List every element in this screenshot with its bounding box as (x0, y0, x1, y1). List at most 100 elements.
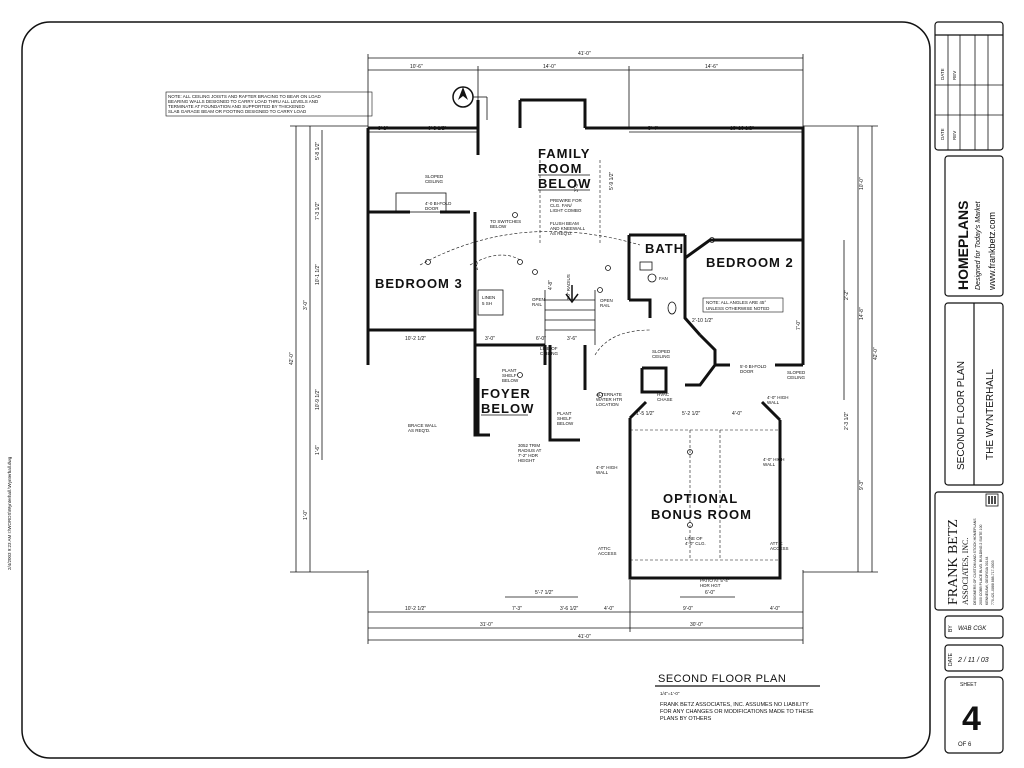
note-ceil-b: CEILING (540, 351, 559, 356)
note-attic-1b: ACCESS (598, 551, 617, 556)
room-family-line3: BELOW (538, 176, 591, 191)
dim-inner-4: 6'-0" (536, 336, 546, 342)
note-ceiling-line1: NOTE: ALL CEILING JOISTS AND RAFTER BRAC… (168, 94, 321, 99)
dim-bottom-a-3: 3'-6 1/2" (560, 606, 579, 612)
dim-inner-13: 5'-9 1/2" (609, 171, 615, 190)
dim-bottom-a-4: 4'-0" (604, 606, 614, 612)
note-wh-c: LOCATION (596, 402, 619, 407)
dim-inner-10: 3'-9" (574, 182, 580, 192)
room-foyer-line1: FOYER (481, 386, 531, 401)
plan-disclaimer-1: FRANK BETZ ASSOCIATES, INC. ASSUMES NO L… (660, 702, 809, 708)
note-angles-line1: NOTE: ALL ANGLES ARE 45° (706, 300, 766, 305)
note-sloped-1b: CEILING (425, 179, 444, 184)
note-brace-a: BRACE WALL (408, 423, 437, 428)
toilet-icon (667, 301, 677, 315)
note-open-rail-b: RAIL (532, 302, 543, 307)
dim-inner-12: 2'-9" (474, 260, 480, 270)
dim-left-6: 10'-9 1/2" (315, 389, 321, 410)
note-wall-a: PLANT (557, 411, 572, 416)
room-bonus-line1: OPTIONAL (663, 491, 738, 506)
dim-inner-2: 3'-0" (485, 336, 495, 342)
dim-inner-7: 4'-0" (732, 411, 742, 417)
note-angles: NOTE: ALL ANGLES ARE 45° UNLESS OTHERWIS… (702, 297, 784, 313)
room-family: FAMILY ROOM BELOW (538, 146, 591, 191)
firm-line-1: DESIGNERS OF CUSTOM AND STOCK HOMEPLANS (973, 518, 977, 605)
rev-header-rev-2: REV (952, 131, 957, 140)
note-attic-2b: ACCESS (770, 546, 789, 551)
note-ceiling-joists: NOTE: ALL CEILING JOISTS AND RAFTER BRAC… (165, 91, 373, 117)
note-linen-a: LINEN (482, 295, 495, 300)
dim-bottom-total: 41'-0" (578, 634, 591, 640)
note-trim-a: 3052 TRIM (518, 443, 540, 448)
room-foyer: FOYER BELOW (481, 386, 534, 416)
rev-header-date-2: DATE (940, 128, 945, 140)
note-brace-b: AS REQ'D. (408, 428, 430, 433)
rev-header-date-1: DATE (940, 68, 945, 80)
note-ceilbonus-b: 4'-0" CLG. (685, 541, 706, 546)
sink-icon (639, 261, 653, 271)
sheet-of: OF 6 (958, 742, 972, 748)
firm-line-4: 770-421-0888 888-717-3003 (991, 560, 995, 605)
dimensions-right: 42'-0" 10'-0" 14'-8" 2'-2" 9'-3" 2'-3 1/… (803, 125, 879, 573)
note-wall-c: BELOW (557, 421, 574, 426)
firm-logo-icon (985, 493, 999, 507)
note-opening-b: RAIL (600, 303, 611, 308)
room-family-line1: FAMILY (538, 146, 590, 161)
note-plant-b: SHELF (502, 373, 517, 378)
note-wh-a: ALTERNATE (596, 392, 622, 397)
brand-url: www.frankbetz.com (987, 212, 997, 291)
dim-top-3: 14'-6" (705, 64, 718, 70)
room-bath: BATH (645, 241, 684, 256)
dim-bottom-small-2: 6'-0" (705, 590, 715, 596)
dim-inner-5: 2'-10 1/2" (692, 318, 713, 324)
light-fixtures (425, 212, 715, 528)
note-ceil-a: LINE OF (540, 346, 558, 351)
note-bifold-1b: DOOR (425, 206, 439, 211)
note-sloped-3a: SLOPED (652, 349, 671, 354)
room-bonus: OPTIONAL BONUS ROOM (651, 491, 751, 522)
dim-left-4: 7'-3 1/2" (315, 201, 321, 220)
note-flush-c: AS REQ'D. (550, 231, 572, 236)
dashed-ceiling-lines (419, 160, 780, 561)
note-bifold-1a: 4'-0 BI-FOLD (425, 201, 452, 206)
plan-title-block: SECOND FLOOR PLAN 1/4"=1'-0" FRANK BETZ … (655, 673, 820, 722)
date-label: DATE (948, 652, 954, 666)
note-open-rail-a: OPEN (532, 297, 545, 302)
note-trim-c: 7'-2" HDR (518, 453, 539, 458)
firm-line-3: KENNESAW, GEORGIA 30144 (985, 556, 989, 605)
note-sloped-2b: CEILING (787, 375, 806, 380)
note-trim-d: HEIGHT (518, 458, 535, 463)
note-patio-b: HDR HGT (700, 583, 721, 588)
note-angles-line2: UNLESS OTHERWISE NOTED (706, 306, 770, 311)
note-ceiling-line3: TERMINATE AT FOUNDATION AND SUPPORTED BY… (168, 104, 305, 109)
brand-logo: HOMEPLANS (955, 201, 971, 290)
room-bedroom-2: BEDROOM 2 (706, 255, 794, 270)
dimensions-left: 42'-0" 3'-0" 10'-1 1/2" 7'-3 1/2" 5'-8 1… (289, 125, 368, 573)
note-attic-1a: ATTIC (598, 546, 611, 551)
note-fan-a: PREWIRE FOR (550, 198, 583, 203)
fan-icon (647, 273, 657, 283)
house-name: THE WYNTERHALL (985, 368, 996, 460)
dim-right-4: 2'-2" (844, 290, 850, 300)
plan-scale: 1/4"=1'-0" (660, 691, 680, 696)
dim-left-5: 5'-8 1/2" (315, 141, 321, 160)
plan-title: SECOND FLOOR PLAN (658, 673, 786, 685)
dim-top-2: 14'-0" (543, 64, 556, 70)
interior-walls (395, 192, 803, 442)
note-switches-a: TO SWITCHES (490, 219, 521, 224)
dim-inner-3: 3'-6" (567, 336, 577, 342)
plan-disclaimer-2: FOR ANY CHANGES OR MODIFICATIONS MADE TO… (660, 709, 814, 715)
dim-top-total: 41'-0" (578, 51, 591, 57)
room-foyer-line2: BELOW (481, 401, 534, 416)
note-fan-b: CLG. FAN/ (550, 203, 573, 208)
dim-right-5: 9'-3" (859, 480, 865, 490)
fan-label: FAN (659, 276, 668, 281)
note-flush-b: AND KNEEWALL (550, 226, 586, 231)
dim-left-8: 1'-0" (303, 510, 309, 520)
dim-bottom-a-2: 7'-3" (512, 606, 522, 612)
note-highwall-2b: WALL (596, 470, 609, 475)
sheet-number: 4 (962, 700, 981, 738)
rev-header-rev-1: REV (952, 71, 957, 80)
dim-top-1: 10'-6" (410, 64, 423, 70)
